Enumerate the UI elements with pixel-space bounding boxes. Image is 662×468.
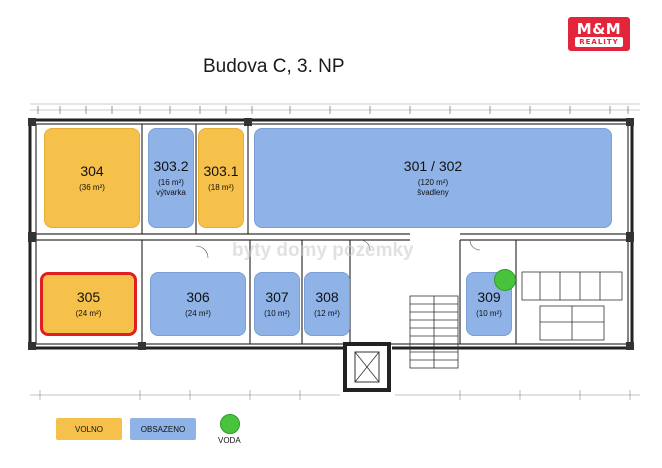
legend-occupied-label: OBSAZENO [140,424,186,434]
legend-free-label: VOLNO [74,424,103,434]
room-number: 309 [477,289,501,305]
room-area: (18 m²) [208,183,234,192]
room-number: 303.2 [153,158,189,174]
room-area: (12 m²) [314,309,340,318]
room-306[interactable]: 306 (24 m²) [150,272,246,336]
legend-free: VOLNO [56,418,122,440]
room-area: (36 m²) [79,183,105,192]
room-number: 308 [315,289,339,305]
room-number: 306 [186,289,210,305]
brand-logo: M&M REALITY [568,17,630,51]
room-area: (24 m²) [75,309,102,318]
room-area: (120 m²) [417,178,449,187]
room-number: 305 [76,289,101,305]
room-304[interactable]: 304 (36 m²) [44,128,140,228]
watermark: byty domy pozemky [232,240,414,261]
room-number: 304 [80,163,104,179]
brand-logo-text: M&M [576,20,622,38]
room-301-302[interactable]: 301 / 302 (120 m²) švadleny [254,128,612,228]
room-area: (24 m²) [185,309,211,318]
room-area: (16 m²) [158,178,184,187]
brand-logo-subtext: REALITY [575,37,623,47]
water-point-marker [494,269,516,291]
room-number: 303.1 [203,163,239,179]
room-number: 301 / 302 [403,158,463,174]
room-303-2[interactable]: 303.2 (16 m²) výtvarka [148,128,194,228]
room-303-1[interactable]: 303.1 (18 m²) [198,128,244,228]
room-description: švadleny [417,188,449,197]
room-number: 307 [265,289,289,305]
room-area: (10 m²) [476,309,502,318]
legend-occupied: OBSAZENO [130,418,196,440]
room-308[interactable]: 308 (12 m²) [304,272,350,336]
room-307[interactable]: 307 (10 m²) [254,272,300,336]
room-305[interactable]: 305 (24 m²) [40,272,137,336]
room-description: výtvarka [156,188,186,197]
legend-water-icon [220,414,240,434]
room-area: (10 m²) [264,309,290,318]
legend-water-label: VODA [218,436,241,445]
page-title: Budova C, 3. NP [203,56,345,77]
